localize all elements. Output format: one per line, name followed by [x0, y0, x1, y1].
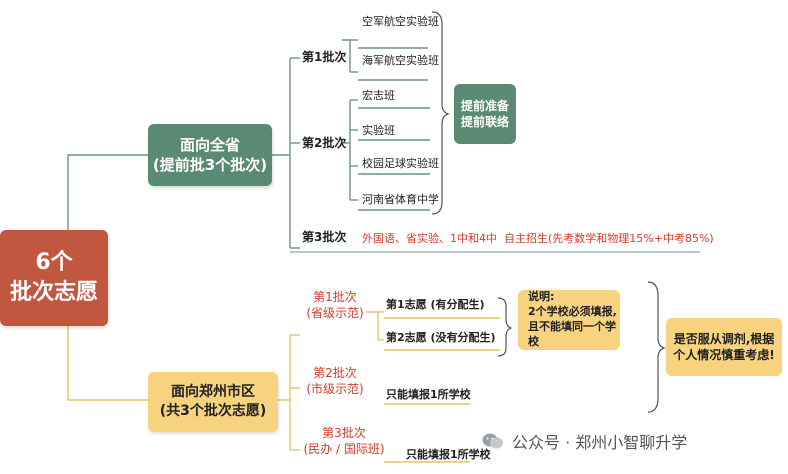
wechat-icon [482, 432, 504, 450]
city-batch3-desc: 只能填报1所学校 [406, 448, 491, 461]
city-batch3-line2: (民办 / 国际班) [303, 441, 385, 456]
province-batch2-label: 第2批次 [302, 136, 347, 150]
province-node: 面向全省 (提前批3个批次) [148, 124, 272, 186]
volunteer-note: 说明: 2个学校必须填报, 且不能填同一个学校 [518, 290, 620, 350]
province-batch3-items: 外国语、省实验、1中和4中 [362, 232, 497, 245]
class-experimental: 实验班 [362, 124, 395, 137]
city-volunteer1: 第1志愿 (有分配生) [386, 298, 485, 311]
prep-note: 提前准备 提前联络 [454, 84, 516, 144]
city-batch2-line2: (市级示范) [306, 381, 364, 396]
class-football: 校园足球实验班 [362, 157, 439, 170]
city-batch1-line2: (省级示范) [306, 305, 364, 320]
advice-line1: 是否服从调剂,根据 [673, 331, 775, 346]
city-batch1-label: 第1批次 (省级示范) [302, 290, 368, 321]
city-batch3-line1: 第3批次 [322, 426, 366, 440]
class-air-force: 空军航空实验班 [362, 15, 439, 28]
city-batch2-desc: 只能填报1所学校 [386, 388, 471, 401]
city-batch2-line1: 第2批次 [313, 366, 357, 380]
class-sports-school: 河南省体育中学 [362, 193, 439, 206]
class-navy: 海军航空实验班 [362, 54, 439, 67]
province-batch3-label: 第3批次 [302, 230, 347, 244]
province-batch1-label: 第1批次 [302, 50, 347, 64]
city-node: 面向郑州市区 (共3个批次志愿) [148, 372, 278, 432]
city-line1: 面向郑州市区 [171, 384, 255, 401]
volunteer-note-line1: 2个学校必须填报, [528, 304, 617, 318]
adjustment-advice: 是否服从调剂,根据 个人情况慎重考虑! [666, 318, 782, 376]
watermark: 公众号 · 郑州小智聊升学 [482, 428, 782, 454]
city-batch1-line1: 第1批次 [313, 290, 357, 304]
city-batch2-label: 第2批次 (市级示范) [302, 366, 368, 397]
province-line2: (提前批3个批次) [152, 156, 268, 174]
watermark-text: 公众号 · 郑州小智聊升学 [512, 433, 688, 452]
volunteer-note-title: 说明: [528, 290, 555, 303]
volunteer-note-line2: 且不能填同一个学校 [528, 319, 616, 348]
root-line1: 6个 [35, 250, 73, 276]
prep-note-line1: 提前准备 [460, 98, 509, 113]
city-line2: (共3个批次志愿) [159, 403, 267, 419]
city-volunteer2: 第2志愿 (没有分配生) [386, 331, 496, 344]
root-line2: 批次志愿 [9, 280, 98, 305]
root-node: 6个 批次志愿 [0, 230, 108, 326]
city-batch3-label: 第3批次 (民办 / 国际班) [300, 426, 388, 457]
class-hongzhi: 宏志班 [362, 89, 395, 102]
province-line1: 面向全省 [179, 135, 240, 154]
advice-line2: 个人情况慎重考虑! [673, 348, 775, 362]
prep-note-line2: 提前联络 [460, 115, 509, 129]
province-batch3-self-recruit: 自主招生(先考数学和物理15%+中考85%) [504, 232, 714, 245]
